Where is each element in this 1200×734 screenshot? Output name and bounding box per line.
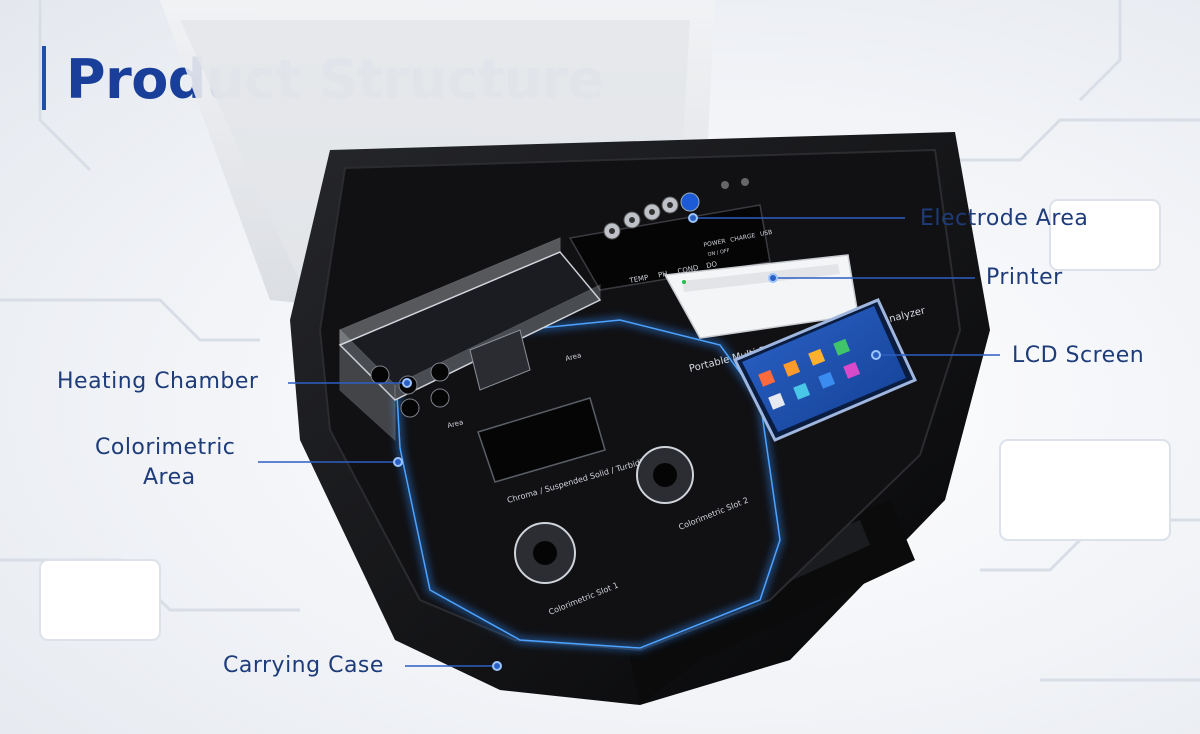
callout-carrying-case: Carrying Case xyxy=(223,653,384,678)
area-right-label: Area xyxy=(565,351,583,363)
turbidity-slot xyxy=(477,397,606,483)
lcd-app-icons xyxy=(758,338,861,410)
callout-heating-chamber: Heating Chamber xyxy=(57,369,259,394)
electrode-labels: TEMP PH COND DO xyxy=(628,260,718,285)
colorimetric-slot-1-dial xyxy=(514,522,576,584)
title-accent-bar xyxy=(42,46,46,110)
area-left-label: Area xyxy=(447,418,465,430)
electrode-connectors xyxy=(603,178,749,240)
callout-colorimetric-area-line1: Colorimetric xyxy=(95,435,236,460)
colorimetric-slot-2-dial xyxy=(636,446,694,504)
callout-electrode-area: Electrode Area xyxy=(920,206,1089,231)
callout-leader-lines xyxy=(258,217,1000,667)
callout-lcd-screen: LCD Screen xyxy=(1012,343,1145,368)
power-usb-labels: POWER CHARGE USB xyxy=(703,229,773,249)
callout-anchor-dots xyxy=(393,213,881,671)
power-switch-label: ON / OFF xyxy=(707,248,730,258)
callout-colorimetric-area-line2: Area xyxy=(143,465,196,490)
callout-printer: Printer xyxy=(986,265,1063,290)
